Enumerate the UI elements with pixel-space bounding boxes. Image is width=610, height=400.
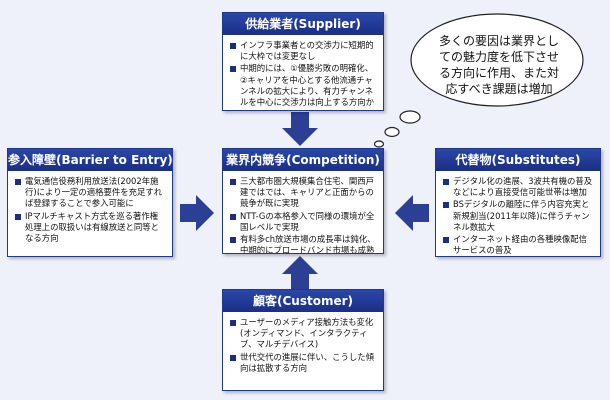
- customer-list: ユーザーのメディア接触方法も変化(オンディマンド、インタラクティブ、マルチデバイ…: [229, 317, 377, 374]
- substitutes-list: デジタル化の進展、3波共有機の普及などにより直接受信可能世帯は増加 BSデジタル…: [442, 176, 594, 256]
- customer-card: 顧客(Customer) ユーザーのメディア接触方法も変化(オンディマンド、イン…: [222, 289, 384, 391]
- competition-title: 業界内競争(Competition): [223, 149, 383, 171]
- substitutes-card: 代替物(Substitutes) デジタル化の進展、3波共有機の普及などにより直…: [435, 148, 601, 257]
- list-item: インターネット経由の各種映像配信サービスの普及: [442, 234, 594, 256]
- arrow-down-icon: [282, 112, 318, 146]
- supplier-title: 供給業者(Supplier): [223, 13, 383, 35]
- list-item: 三大都市圏大規模集合住宅、関西戸建ではでは、キャリアと正面からの競争が既に実現: [229, 176, 377, 210]
- barrier-card: 参入障壁(Barrier to Entry) 電気通信役務利用放送法(2002年…: [7, 148, 173, 257]
- list-item: 有料多ch放送市場の成長率は鈍化、中期的にブロードバンド市場も成熟化: [229, 234, 377, 253]
- barrier-list: 電気通信役務利用放送法(2002年施行)により一定の適格要件を充足すれば登録する…: [14, 176, 166, 244]
- substitutes-title: 代替物(Substitutes): [436, 149, 600, 171]
- list-item: デジタル化の進展、3波共有機の普及などにより直接受信可能世帯は増加: [442, 176, 594, 198]
- supplier-list: インフラ事業者との交渉力に短期的に大枠では変更なし 中期的には、①優勝劣敗の明確…: [229, 40, 377, 108]
- arrow-left-icon: [395, 195, 429, 231]
- list-item: 世代交代の進展に伴い、こうした傾向は拡散する方向: [229, 352, 377, 374]
- list-item: NTT-Gの本格参入で同様の環境が全国レベルで実現: [229, 211, 377, 233]
- customer-title: 顧客(Customer): [223, 290, 383, 312]
- thought-bubble-text: 多くの要因は業界としての魅力度を低下させる方向に作用、また対応すべき課題は増加: [438, 34, 559, 96]
- list-item: IPマルチキャスト方式を巡る著作権処理上の取扱いは有線放送と同等となる方向: [14, 211, 166, 245]
- arrow-up-icon: [282, 256, 318, 290]
- list-item: 電気通信役務利用放送法(2002年施行)により一定の適格要件を充足すれば登録する…: [14, 176, 166, 210]
- supplier-card: 供給業者(Supplier) インフラ事業者との交渉力に短期的に大枠では変更なし…: [222, 12, 384, 111]
- barrier-title: 参入障壁(Barrier to Entry): [8, 149, 173, 171]
- list-item: 中期的には、①優勝劣敗の明確化、②キャリアを中心とする他流通チャンネルの拡大によ…: [229, 63, 377, 108]
- arrow-right-icon: [180, 195, 214, 231]
- competition-list: 三大都市圏大規模集合住宅、関西戸建ではでは、キャリアと正面からの競争が既に実現 …: [229, 176, 377, 253]
- list-item: インフラ事業者との交渉力に短期的に大枠では変更なし: [229, 40, 377, 62]
- list-item: ユーザーのメディア接触方法も変化(オンディマンド、インタラクティブ、マルチデバイ…: [229, 317, 377, 351]
- list-item: BSデジタルの離陸に伴う内容充実と新規割当(2011年以降)に伴うチャンネル数拡…: [442, 199, 594, 233]
- competition-card: 業界内競争(Competition) 三大都市圏大規模集合住宅、関西戸建ではでは…: [222, 148, 384, 254]
